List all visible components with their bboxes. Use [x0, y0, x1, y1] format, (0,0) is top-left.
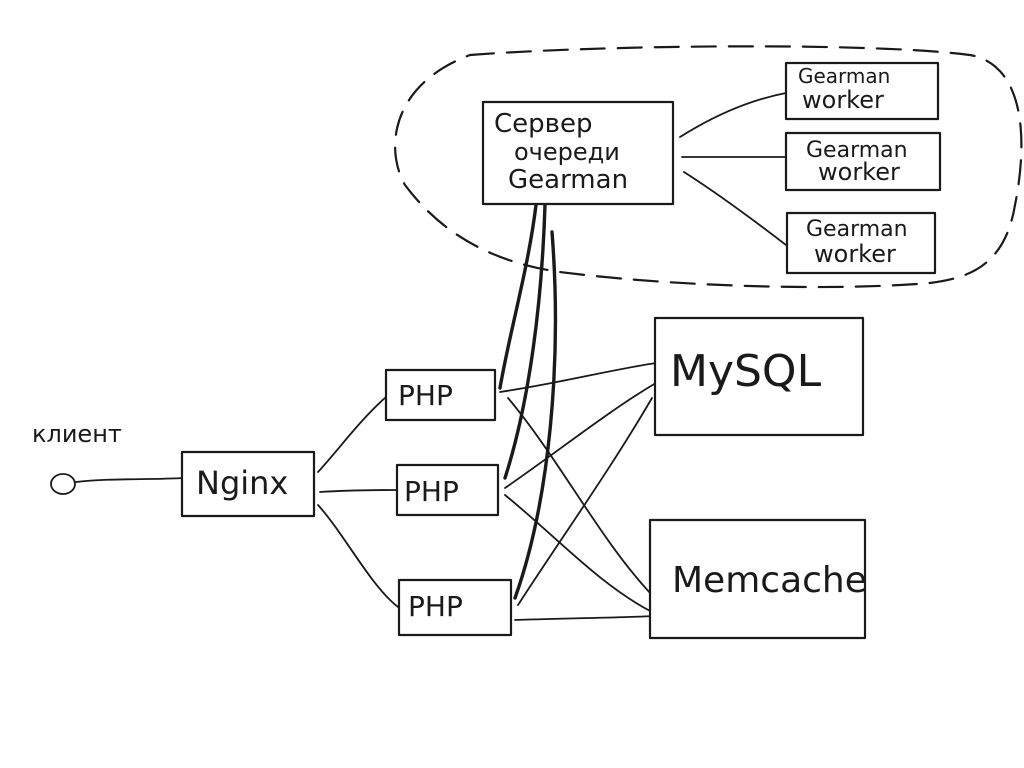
mysql-label: MySQL — [670, 346, 822, 397]
worker-2-line-2: worker — [818, 158, 900, 186]
php-box-3 — [397, 578, 513, 637]
php-label-2: PHP — [404, 475, 459, 508]
worker-1-line-1: Gearman — [798, 64, 890, 88]
client-label: клиент — [32, 420, 122, 448]
php3-gearman-connector — [513, 230, 558, 600]
gearman-worker3-connector — [683, 171, 787, 246]
gearman-worker-box-2 — [784, 131, 942, 192]
worker-1-line-2: worker — [802, 86, 884, 114]
php3-memcache-connector — [514, 615, 656, 621]
php-label-1: PHP — [398, 379, 453, 412]
nginx-php1-connector — [317, 396, 387, 473]
gearman-server-line-1: Сервер — [494, 109, 592, 139]
nginx-php3-connector — [317, 504, 399, 608]
client-node — [50, 473, 76, 495]
gearman-server-line-2: очереди — [514, 138, 620, 166]
worker-3-line-1: Gearman — [806, 217, 908, 242]
php1-memcache-connector — [507, 397, 653, 596]
php2-mysql-connector — [504, 382, 657, 489]
gearman-server-box — [481, 100, 675, 206]
php3-mysql-connector — [517, 397, 653, 606]
php-label-3: PHP — [408, 590, 463, 623]
nginx-label: Nginx — [196, 464, 288, 502]
php2-memcache-connector — [504, 494, 653, 613]
gearman-worker1-connector — [679, 92, 787, 138]
nginx-php2-connector — [319, 489, 399, 493]
php2-gearman-connector — [503, 203, 547, 480]
nginx-box — [180, 450, 316, 518]
php-box-2 — [395, 463, 500, 517]
php1-mysql-connector — [499, 362, 657, 393]
client-nginx-connector — [75, 477, 184, 483]
memcache-label: Memcache — [672, 560, 867, 601]
gearman-worker-box-1 — [784, 61, 940, 121]
gearman-cluster-boundary — [394, 45, 1023, 289]
memcache-box — [648, 518, 867, 640]
php1-gearman-connector — [498, 203, 538, 390]
worker-2-line-1: Gearman — [806, 138, 908, 163]
php-box-1 — [384, 368, 497, 422]
mysql-box — [653, 316, 865, 437]
gearman-worker-box-3 — [785, 211, 937, 275]
gearman-server-line-3: Gearman — [508, 165, 628, 195]
worker-3-line-2: worker — [814, 240, 896, 268]
